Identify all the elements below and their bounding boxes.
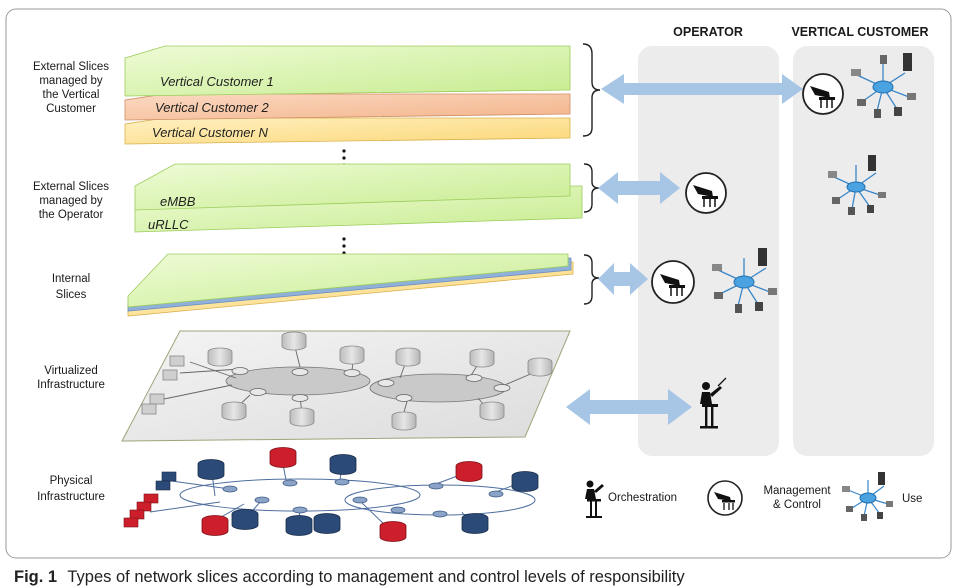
physical-infrastructure-network	[123, 447, 539, 542]
svg-text:managed by: managed by	[39, 75, 103, 87]
layer-label-internal: Internal Slices	[52, 273, 90, 301]
vertical-customer-header: VERTICAL CUSTOMER	[791, 25, 928, 39]
legend-control-label: & Control	[773, 499, 821, 511]
svg-text:managed by: managed by	[39, 195, 103, 207]
slice-vertical-2	[124, 93, 571, 121]
svg-text:Internal: Internal	[52, 273, 90, 285]
slice-embb	[134, 163, 571, 211]
management-control-icon-operator	[685, 172, 727, 214]
vertical-customer-slices: Vertical Customer 1 Vertical Customer 2 …	[124, 45, 571, 145]
layer-label-physical: Physical Infrastructure	[37, 475, 105, 503]
legend-use-icon	[842, 472, 893, 521]
arrow-orchestration	[566, 389, 692, 425]
operator-slices: eMBB uRLLC	[134, 163, 583, 233]
svg-text:Fig. 1 Types of network: Fig. 1 Types of network slices according…	[14, 568, 685, 586]
svg-text:Slices: Slices	[56, 289, 87, 301]
caption-label: Fig. 1	[14, 568, 57, 586]
slice-vertical-1	[124, 45, 571, 97]
arrow-operator-external	[598, 172, 680, 204]
legend: Orchestration Management & Control Use	[585, 472, 922, 521]
figure-frame	[5, 8, 952, 559]
svg-text:External Slices: External Slices	[33, 181, 109, 193]
layer-label-external-operator: External Slices managed by the Operator	[33, 181, 109, 221]
management-control-icon-vertical	[802, 73, 844, 115]
svg-text:Virtualized: Virtualized	[44, 365, 98, 377]
arrow-vertical-customer	[601, 74, 803, 104]
legend-use-label: Use	[902, 493, 922, 505]
use-network-icon-vertical-2	[828, 155, 886, 215]
ellipsis-dots-2	[342, 237, 346, 255]
brace-vertical	[582, 43, 601, 137]
legend-management-icon	[707, 480, 743, 516]
caption-text: Types of network slices according to man…	[67, 568, 685, 586]
virtualized-infrastructure-plane	[121, 330, 571, 442]
operator-header: OPERATOR	[673, 25, 743, 39]
use-network-icon-internal	[712, 248, 777, 313]
management-control-icon-internal	[651, 260, 695, 304]
legend-orchestration-icon	[585, 480, 604, 518]
svg-text:External Slices: External Slices	[33, 61, 109, 73]
internal-slices	[127, 253, 574, 317]
operator-column	[638, 46, 779, 456]
arrow-internal	[598, 263, 648, 295]
vertical-customer-column	[793, 46, 934, 456]
layer-label-virtualized: Virtualized Infrastructure	[37, 365, 105, 391]
svg-text:the Operator: the Operator	[39, 209, 104, 221]
slice-vertical-n	[124, 117, 571, 145]
slice-label-vertical-2: Vertical Customer 2	[155, 100, 269, 115]
svg-text:Infrastructure: Infrastructure	[37, 491, 105, 503]
figure-caption: Fig. 1 Types of network slices according…	[14, 568, 685, 586]
slice-label-vertical-1: Vertical Customer 1	[160, 74, 274, 89]
legend-management-label: Management	[763, 485, 831, 497]
slice-label-urllc: uRLLC	[148, 217, 189, 232]
svg-text:Infrastructure: Infrastructure	[37, 379, 105, 391]
svg-text:Customer: Customer	[46, 103, 96, 115]
slice-label-vertical-n: Vertical Customer N	[152, 125, 268, 140]
slice-label-embb: eMBB	[160, 194, 196, 209]
brace-operator	[583, 163, 600, 213]
use-network-icon-vertical	[851, 53, 916, 118]
svg-text:the Vertical: the Vertical	[43, 89, 100, 101]
orchestration-icon	[700, 377, 727, 429]
layer-label-external-vertical: External Slices managed by the Vertical …	[33, 61, 109, 115]
svg-text:Physical: Physical	[50, 475, 93, 487]
brace-internal	[583, 254, 600, 305]
legend-orchestration-label: Orchestration	[608, 492, 677, 504]
